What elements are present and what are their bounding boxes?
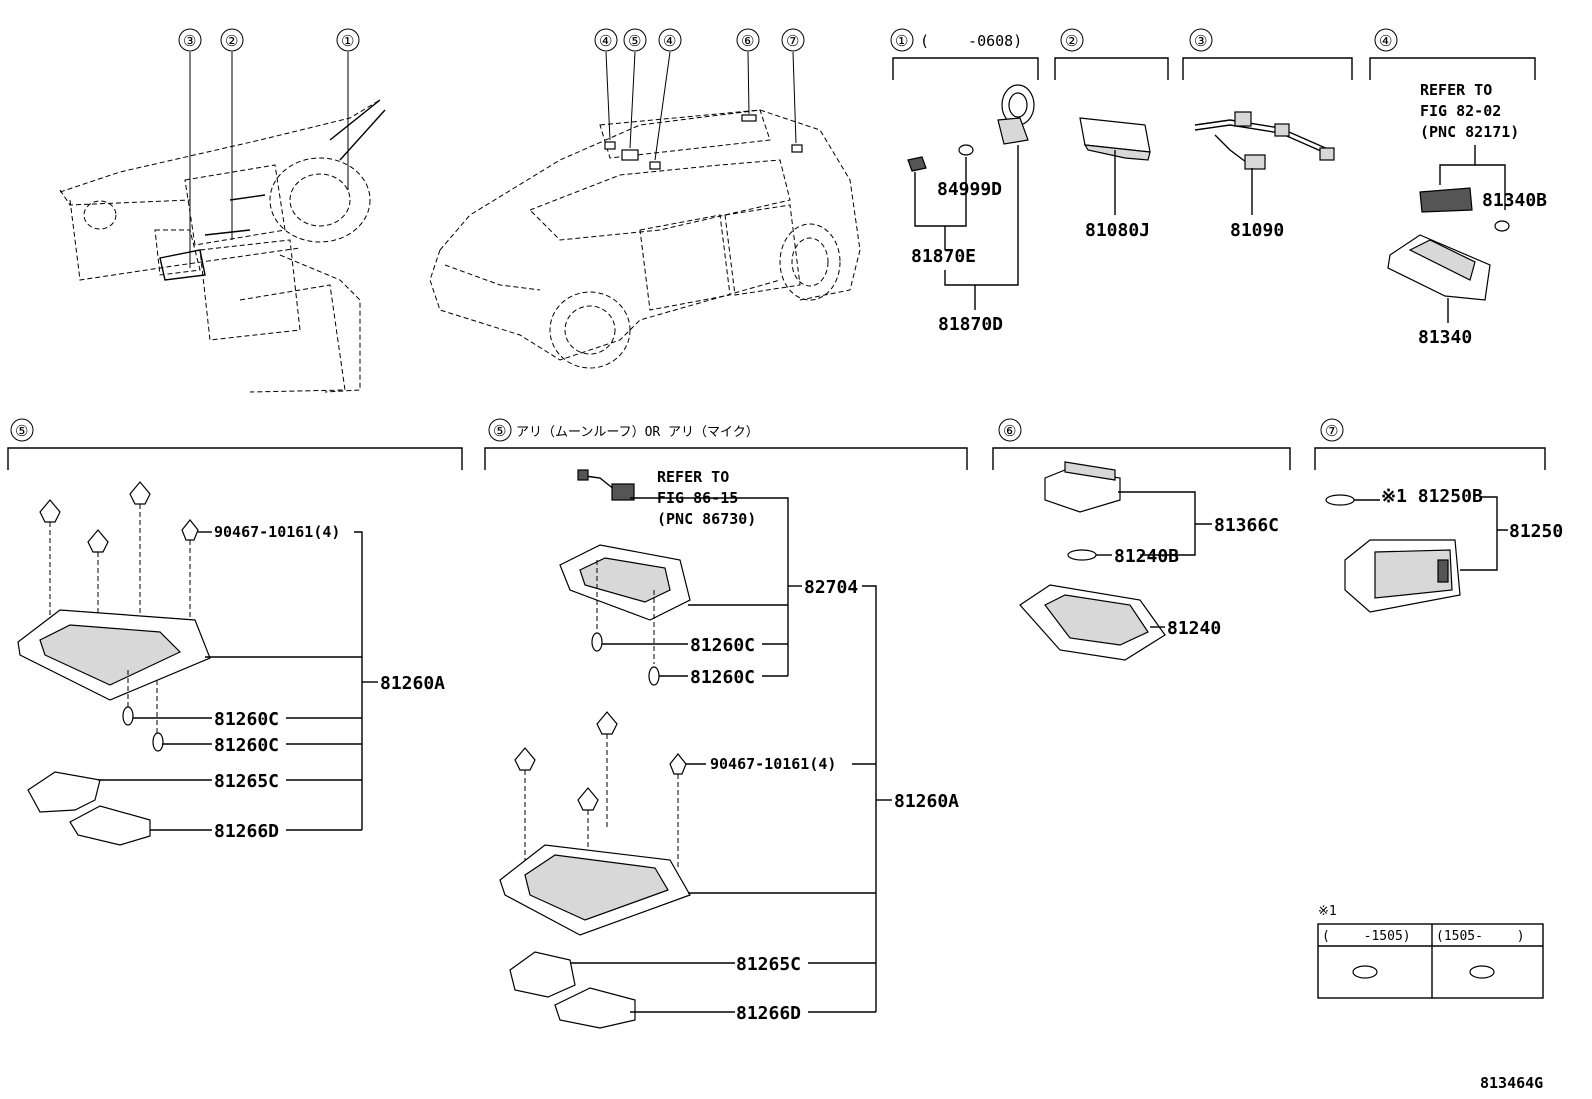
lamp-housing-81340-part bbox=[1387, 234, 1491, 301]
ref-5-line-1: REFER TO bbox=[657, 468, 729, 486]
lens-81265C-part bbox=[27, 771, 101, 813]
part-81260A-a: 81260A bbox=[380, 673, 445, 694]
part-81266D-a: 81266D bbox=[214, 821, 279, 842]
vehicle-illustration bbox=[429, 51, 861, 369]
note-table-mark: ※1 bbox=[1318, 904, 1337, 919]
section-3-callout: ③ bbox=[1194, 32, 1207, 50]
section-5b-condition: アリ（ムーンルーフ）OR アリ（マイク） bbox=[516, 425, 759, 440]
part-81870E: 81870E bbox=[911, 246, 976, 267]
lens-81265C-b-part bbox=[509, 951, 576, 998]
dashboard-illustration bbox=[59, 52, 386, 393]
ref-5-line-3: (PNC 86730) bbox=[657, 510, 756, 528]
callout-7-car: ⑦ bbox=[786, 32, 799, 50]
part-81240: 81240 bbox=[1167, 618, 1221, 639]
section-4-callout: ④ bbox=[1379, 32, 1392, 50]
part-81266D-b: 81266D bbox=[736, 1003, 801, 1024]
part-81250B: ※1 81250B bbox=[1381, 486, 1483, 507]
part-81260C-b2: 81260C bbox=[690, 667, 755, 688]
section-6-callout: ⑥ bbox=[1003, 422, 1016, 440]
figure-id: 813464G bbox=[1480, 1074, 1543, 1092]
part-81260C-a1: 81260C bbox=[214, 709, 279, 730]
section-5a-callout: ⑤ bbox=[15, 422, 28, 440]
section-2-callout: ② bbox=[1065, 32, 1078, 50]
section-5b-callout: ⑤ bbox=[493, 422, 506, 440]
note-table bbox=[1317, 923, 1544, 999]
clips-section-5a bbox=[39, 481, 199, 640]
lamp-81250-part bbox=[1344, 539, 1461, 613]
section-1-range: ( -0608) bbox=[920, 32, 1022, 50]
part-82704: 82704 bbox=[804, 577, 858, 598]
part-81080J: 81080J bbox=[1085, 220, 1150, 241]
callout-1-dash: ① bbox=[341, 32, 354, 50]
module-81080J-part bbox=[1079, 117, 1151, 161]
ref-4-line-2: FIG 82-02 bbox=[1420, 102, 1501, 120]
part-81090: 81090 bbox=[1230, 220, 1284, 241]
callout-5-car: ⑤ bbox=[628, 32, 641, 50]
ref-4-line-3: (PNC 82171) bbox=[1420, 123, 1519, 141]
switch-ring-part bbox=[997, 84, 1035, 145]
callout-2-dash: ② bbox=[225, 32, 238, 50]
part-81240B: 81240B bbox=[1114, 546, 1179, 567]
part-81265C-a: 81265C bbox=[214, 771, 279, 792]
note-table-col-2: (1505- ) bbox=[1436, 929, 1525, 944]
lens-81266D-part bbox=[69, 805, 151, 846]
part-90467-10161-a: 90467-10161(4) bbox=[214, 523, 340, 541]
wire-connector-part bbox=[577, 469, 635, 501]
map-lamp-base-81260A-b-part bbox=[499, 844, 691, 936]
lamp-cover-81240-part bbox=[1019, 584, 1166, 661]
ref-4-line-1: REFER TO bbox=[1420, 81, 1492, 99]
section-7-callout: ⑦ bbox=[1325, 422, 1338, 440]
part-81260C-b1: 81260C bbox=[690, 635, 755, 656]
part-81265C-b: 81265C bbox=[736, 954, 801, 975]
section-1-callout: ① bbox=[895, 32, 908, 50]
part-81260C-a2: 81260C bbox=[214, 735, 279, 756]
map-lamp-base-81260A-part bbox=[17, 609, 211, 701]
small-switch-part bbox=[907, 144, 974, 172]
part-81260A-b: 81260A bbox=[894, 791, 959, 812]
part-81366C: 81366C bbox=[1214, 515, 1279, 536]
callout-3-dash: ③ bbox=[183, 32, 196, 50]
module-81366C-part bbox=[1044, 461, 1121, 513]
part-81870D: 81870D bbox=[938, 314, 1003, 335]
lens-81266D-b-part bbox=[554, 987, 636, 1029]
part-90467-10161-b: 90467-10161(4) bbox=[710, 755, 836, 773]
part-81340B: 81340B bbox=[1482, 190, 1547, 211]
part-84999D: 84999D bbox=[937, 179, 1002, 200]
callout-6-car: ⑥ bbox=[741, 32, 754, 50]
note-table-col-1: ( -1505) bbox=[1322, 929, 1411, 944]
callout-4-car-a: ④ bbox=[599, 32, 612, 50]
lamp-socket-81340B-part bbox=[1419, 187, 1510, 232]
wire-harness-81090-part bbox=[1194, 111, 1335, 170]
clips-section-5b bbox=[514, 711, 687, 880]
part-81250: 81250 bbox=[1509, 521, 1563, 542]
callout-4-car-b: ④ bbox=[663, 32, 676, 50]
console-module-82704-part bbox=[559, 544, 691, 621]
part-81340: 81340 bbox=[1418, 327, 1472, 348]
